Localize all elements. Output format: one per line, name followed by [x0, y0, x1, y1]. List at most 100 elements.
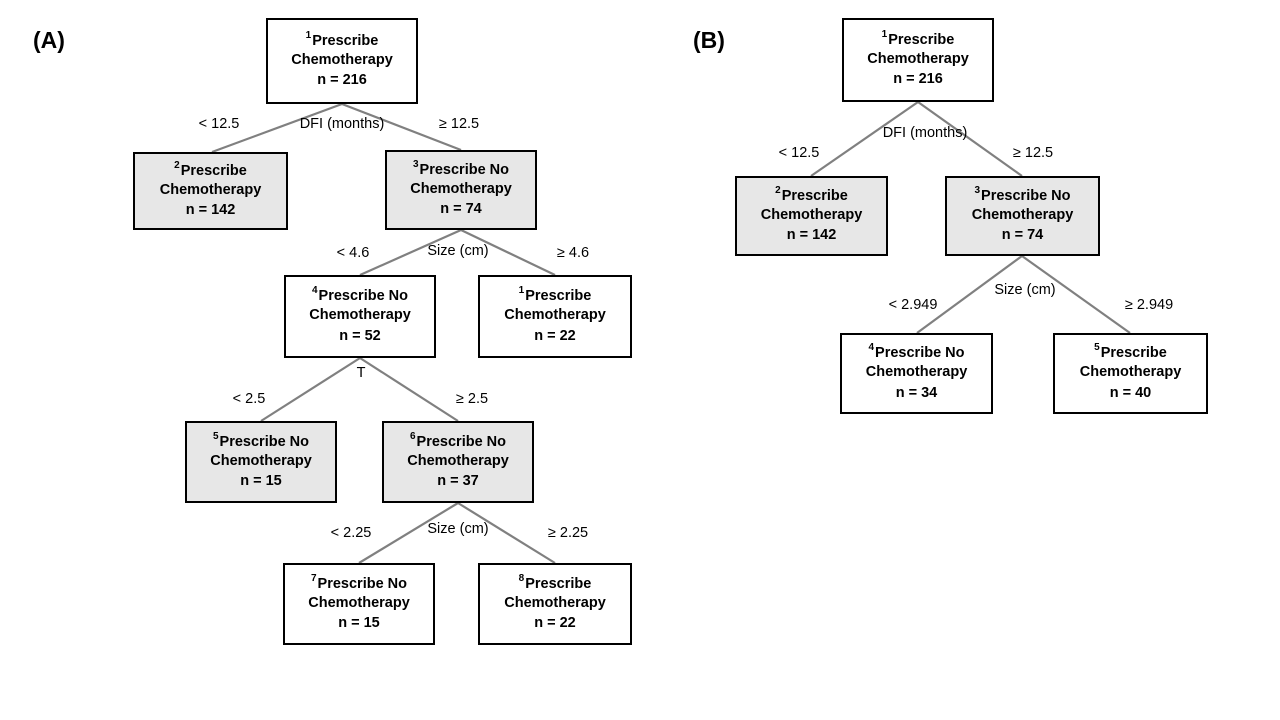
node-a-5-title: 1Prescribe Chemotherapy: [480, 285, 630, 326]
node-a-2[interactable]: 2Prescribe Chemotherapy n = 142: [133, 152, 288, 230]
node-b-1-id: 1: [881, 28, 888, 40]
node-a-1-label: Prescribe Chemotherapy: [291, 32, 393, 68]
edge-a-1-2: [211, 102, 343, 154]
node-a-9[interactable]: 8Prescribe Chemotherapy n = 22: [478, 563, 632, 645]
edge-label-a-split2-variable: Size (cm): [427, 242, 489, 259]
node-a-8-title: 7Prescribe No Chemotherapy: [285, 572, 433, 614]
edge-label-b-split2-left: < 2.949: [888, 296, 938, 313]
node-a-6-title: 5Prescribe No Chemotherapy: [187, 430, 335, 472]
node-a-4[interactable]: 4Prescribe No Chemotherapy n = 52: [284, 275, 436, 358]
node-a-5-label: Prescribe Chemotherapy: [504, 288, 606, 324]
node-b-1-count: n = 216: [893, 71, 943, 88]
node-a-4-title: 4Prescribe No Chemotherapy: [286, 285, 434, 326]
node-b-5-id: 5: [1094, 342, 1100, 354]
edge-label-b-split1-right: ≥ 12.5: [1012, 144, 1054, 161]
node-a-7-count: n = 37: [437, 473, 479, 490]
edge-label-b-split2-variable: Size (cm): [994, 281, 1056, 298]
node-b-5-title: 5Prescribe Chemotherapy: [1055, 342, 1206, 383]
node-a-2-id: 2: [174, 159, 180, 171]
edge-label-a-split3-right: ≥ 2.5: [455, 390, 489, 407]
node-a-3-id: 3: [412, 158, 419, 170]
node-a-7-title: 6Prescribe No Chemotherapy: [384, 430, 532, 472]
edge-label-a-split1-left: < 12.5: [198, 115, 240, 132]
node-a-8-count: n = 15: [338, 615, 380, 632]
node-a-1-count: n = 216: [317, 72, 367, 89]
node-a-2-count: n = 142: [185, 202, 236, 219]
node-a-3-title: 3Prescribe No Chemotherapy: [387, 158, 535, 200]
edge-a-3-4: [359, 228, 462, 277]
node-b-4-label: Prescribe No Chemotherapy: [865, 345, 968, 381]
node-b-3-count: n = 74: [1001, 227, 1044, 244]
panel-a-caption: (A): [33, 27, 65, 53]
node-b-1-title: 1Prescribe Chemotherapy: [844, 28, 992, 70]
node-a-2-label: Prescribe Chemotherapy: [159, 162, 262, 198]
node-b-4-id: 4: [868, 342, 875, 354]
node-a-6-count: n = 15: [240, 473, 282, 490]
node-b-4-title: 4Prescribe No Chemotherapy: [842, 342, 991, 383]
edge-a-1-3: [341, 102, 462, 152]
edge-label-a-split3-variable: T: [356, 364, 366, 381]
node-a-9-id: 8: [518, 572, 525, 584]
node-a-9-label: Prescribe Chemotherapy: [504, 575, 606, 611]
edge-a-6-8: [457, 502, 556, 564]
edge-label-a-split3-left: < 2.5: [232, 390, 266, 407]
node-a-2-title: 2Prescribe Chemotherapy: [135, 159, 286, 201]
edge-label-a-split1-right: ≥ 12.5: [438, 115, 480, 132]
edge-a-4-5: [260, 357, 361, 422]
node-b-5-label: Prescribe Chemotherapy: [1079, 345, 1182, 381]
node-b-3-label: Prescribe No Chemotherapy: [971, 187, 1074, 223]
node-a-4-id: 4: [311, 285, 318, 297]
node-a-6-label: Prescribe No Chemotherapy: [210, 433, 312, 469]
edge-label-a-split4-right: ≥ 2.25: [547, 524, 589, 541]
node-a-6[interactable]: 5Prescribe No Chemotherapy n = 15: [185, 421, 337, 503]
edge-b-3-4: [916, 255, 1023, 334]
node-a-8-label: Prescribe No Chemotherapy: [308, 575, 410, 611]
edge-b-1-3: [917, 101, 1023, 177]
node-a-4-count: n = 52: [339, 327, 381, 344]
node-b-2-label: Prescribe Chemotherapy: [760, 187, 863, 223]
node-b-5[interactable]: 5Prescribe Chemotherapy n = 40: [1053, 333, 1208, 414]
node-b-2-id: 2: [775, 184, 781, 196]
edge-label-a-split2-right: ≥ 4.6: [556, 244, 590, 261]
edge-label-a-split4-variable: Size (cm): [427, 520, 489, 537]
node-a-3-count: n = 74: [440, 201, 482, 218]
node-b-2-title: 2Prescribe Chemotherapy: [737, 184, 886, 226]
edge-label-a-split4-left: < 2.25: [330, 524, 372, 541]
node-b-4[interactable]: 4Prescribe No Chemotherapy n = 34: [840, 333, 993, 414]
edge-label-b-split2-right: ≥ 2.949: [1124, 296, 1174, 313]
node-b-5-count: n = 40: [1109, 384, 1152, 401]
node-a-7-id: 6: [409, 430, 416, 442]
node-b-2[interactable]: 2Prescribe Chemotherapy n = 142: [735, 176, 888, 256]
edge-a-4-6: [359, 357, 459, 422]
node-a-9-title: 8Prescribe Chemotherapy: [480, 572, 630, 614]
node-a-5[interactable]: 1Prescribe Chemotherapy n = 22: [478, 275, 632, 358]
node-b-4-count: n = 34: [895, 384, 938, 401]
edge-label-b-split1-left: < 12.5: [778, 144, 820, 161]
node-a-5-id: 1: [518, 285, 525, 297]
node-b-2-count: n = 142: [786, 227, 837, 244]
edge-b-3-5: [1021, 255, 1131, 334]
edge-a-6-7: [358, 502, 459, 564]
edge-label-a-split1-variable: DFI (months): [299, 115, 385, 132]
node-b-3[interactable]: 3Prescribe No Chemotherapy n = 74: [945, 176, 1100, 256]
node-b-1-label: Prescribe Chemotherapy: [867, 31, 969, 67]
node-a-6-id: 5: [212, 430, 219, 442]
node-a-5-count: n = 22: [534, 327, 576, 344]
node-a-8-id: 7: [310, 572, 317, 584]
node-a-3-label: Prescribe No Chemotherapy: [410, 161, 512, 197]
node-a-7-label: Prescribe No Chemotherapy: [407, 433, 509, 469]
node-a-8[interactable]: 7Prescribe No Chemotherapy n = 15: [283, 563, 435, 645]
edge-label-a-split2-left: < 4.6: [336, 244, 370, 261]
node-b-1[interactable]: 1Prescribe Chemotherapy n = 216: [842, 18, 994, 102]
node-a-1-id: 1: [305, 29, 312, 41]
node-a-1-title: 1Prescribe Chemotherapy: [268, 29, 416, 71]
panel-b-caption: (B): [693, 27, 725, 53]
node-a-1[interactable]: 1Prescribe Chemotherapy n = 216: [266, 18, 418, 104]
node-a-7[interactable]: 6Prescribe No Chemotherapy n = 37: [382, 421, 534, 503]
node-b-3-title: 3Prescribe No Chemotherapy: [947, 185, 1098, 226]
edge-label-b-split1-variable: DFI (months): [882, 124, 968, 141]
node-a-3[interactable]: 3Prescribe No Chemotherapy n = 74: [385, 150, 537, 230]
node-a-9-count: n = 22: [534, 615, 576, 632]
